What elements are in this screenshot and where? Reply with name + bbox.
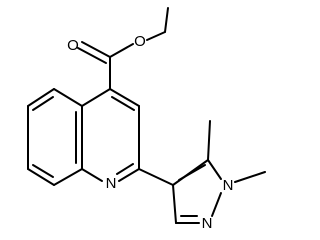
- bond-methyl-tail: [164, 7, 169, 33]
- bond-pz-c5-n1: [207, 159, 222, 180]
- bond-ester-oxygen-methyl: [146, 31, 166, 41]
- bond-c4a-c5: [53, 88, 83, 107]
- bond-pz-n1-n2: [211, 192, 222, 217]
- atom-label-quinoline-nitrogen: N: [106, 175, 117, 192]
- chemical-structure-diagram: O O N N N: [27, 7, 266, 232]
- bond-n1-c8a: [81, 168, 103, 182]
- atom-label-pyrazole-n1: N: [223, 177, 234, 194]
- bond-pz-c3-c4: [172, 184, 177, 224]
- bond-n1-methyl: [234, 171, 266, 183]
- bond-c5-methyl: [207, 120, 211, 161]
- atom-label-carbonyl-oxygen: O: [67, 37, 79, 54]
- bond-c4a-c4: [81, 88, 111, 107]
- bond-carbonyl-double-b: [77, 47, 107, 64]
- atom-label-pyrazole-n2: N: [202, 215, 213, 232]
- bond-c4-c3-double: [109, 88, 140, 107]
- bond-c7-c8: [27, 168, 55, 186]
- bond-c5-c6-inner: [32, 96, 54, 111]
- bond-c5-c6: [27, 88, 55, 107]
- bond-carbonyl-double-a: [81, 41, 111, 58]
- bond-c2-n1-inner: [116, 163, 134, 175]
- bond-pz-c4-c5-inner: [178, 164, 206, 181]
- bond-c4-c3-inner: [111, 96, 135, 111]
- bond-c2-pyrazole-c4: [138, 168, 174, 186]
- bond-c8-c8a: [53, 168, 83, 186]
- atom-label-ester-oxygen: O: [134, 33, 146, 50]
- bond-c7-c8-inner: [32, 164, 54, 178]
- bond-carboxyl-ester-oxygen: [109, 43, 134, 58]
- bond-c2-n1-double: [118, 168, 140, 182]
